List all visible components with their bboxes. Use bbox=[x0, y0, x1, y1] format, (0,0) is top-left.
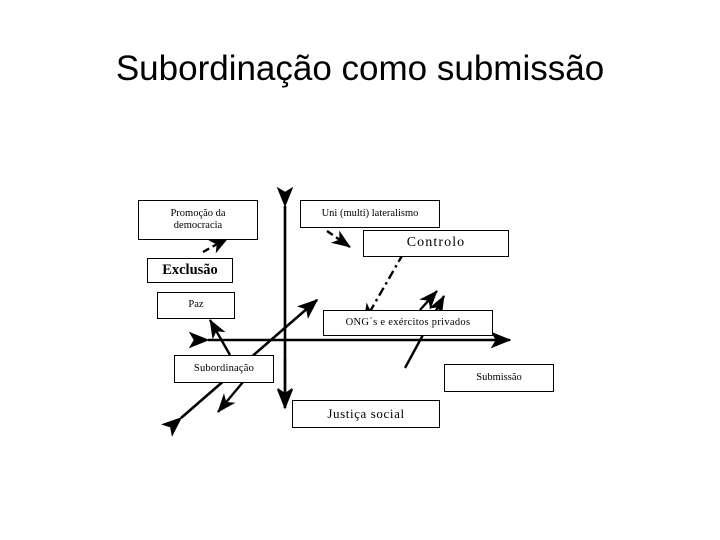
node-paz[interactable]: Paz bbox=[157, 292, 235, 319]
solid-arrow-ong-up-right bbox=[419, 290, 438, 311]
dashed-arrow-unilateralismo bbox=[326, 230, 351, 248]
solid-arrow-subordinacao-up-left bbox=[208, 319, 232, 356]
node-subordinacao[interactable]: Subordinação bbox=[174, 355, 274, 383]
page-title: Subordinação como submissão bbox=[115, 49, 605, 88]
node-exclusao[interactable]: Exclusão bbox=[147, 258, 233, 283]
node-controlo[interactable]: Controlo bbox=[363, 230, 509, 257]
node-justica-social[interactable]: Justiça social bbox=[292, 400, 440, 428]
dashed-arrow-promocao bbox=[202, 236, 229, 254]
node-uni-multi-lateralismo[interactable]: Uni (multi) lateralismo bbox=[300, 200, 440, 228]
node-ong-exercitos-privados[interactable]: ONG´s e exércitos privados bbox=[323, 310, 493, 336]
node-submissao[interactable]: Submissão bbox=[444, 364, 554, 392]
node-promocao-democracia[interactable]: Promoção da democracia bbox=[138, 200, 258, 240]
solid-arrow-subordinacao-down-left bbox=[217, 381, 244, 413]
